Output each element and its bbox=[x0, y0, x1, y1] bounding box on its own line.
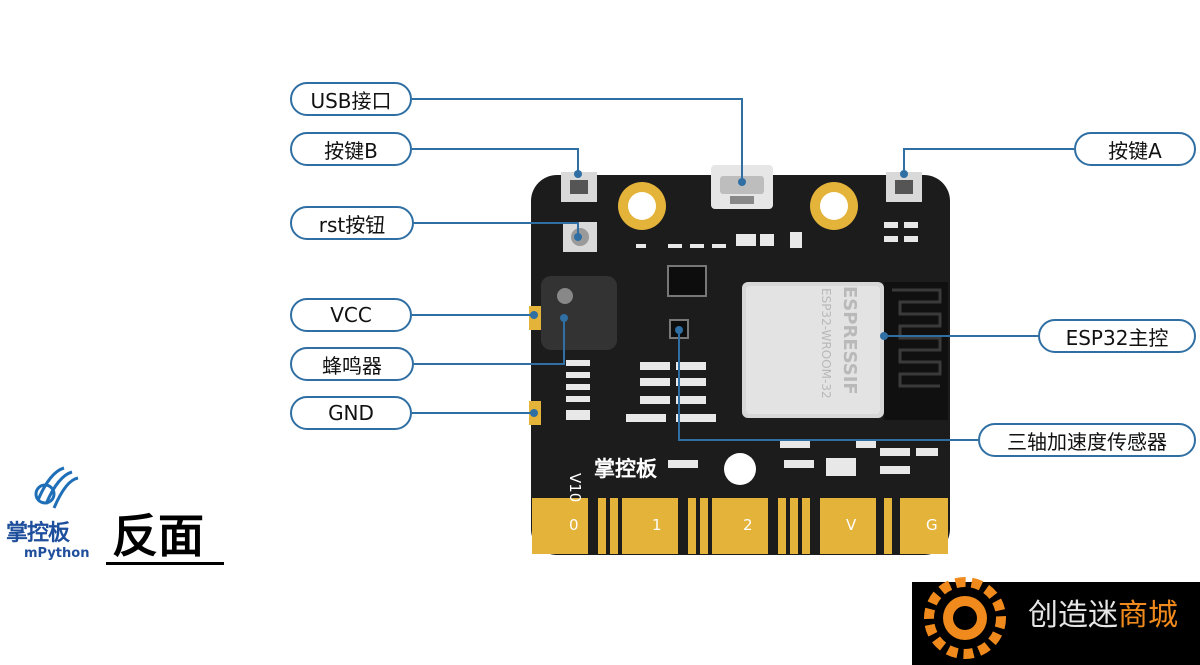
side-title: 反面 bbox=[112, 509, 204, 563]
gnd-label: GND bbox=[290, 396, 412, 430]
side-title-underline bbox=[106, 562, 224, 565]
pin-label: G bbox=[926, 516, 938, 534]
esp32-label: ESP32主控 bbox=[1038, 319, 1196, 353]
pin-label: 0 bbox=[569, 516, 579, 534]
edge-connector bbox=[532, 498, 948, 554]
callout-lines bbox=[412, 98, 1074, 441]
button-a-label: 按键A bbox=[1074, 132, 1196, 166]
board-logo-text: 掌控板 bbox=[594, 457, 658, 481]
pin-label: 2 bbox=[743, 516, 753, 534]
bottom-hole bbox=[724, 453, 756, 485]
smd-components bbox=[566, 222, 938, 476]
accelerometer-label: 三轴加速度传感器 bbox=[978, 423, 1196, 457]
module-brand: ESPRESSIF bbox=[839, 286, 860, 395]
watermark-text-part1: 创造迷 bbox=[1028, 598, 1118, 633]
button-b-label: 按键B bbox=[290, 132, 412, 166]
usb-label: USB接口 bbox=[290, 82, 412, 116]
mpython-logo-icon bbox=[34, 466, 79, 509]
pin-label: V bbox=[846, 516, 857, 534]
module-model: ESP32-WROOM-32 bbox=[819, 288, 833, 399]
accelerometer-chip bbox=[667, 265, 707, 297]
watermark-text: 创造迷商城 bbox=[1028, 590, 1178, 634]
vcc-label: VCC bbox=[290, 298, 412, 332]
rst-label: rst按钮 bbox=[290, 206, 414, 240]
board-version: V10 bbox=[566, 473, 584, 502]
watermark-text-part2: 商城 bbox=[1118, 598, 1178, 633]
brand-cn: 掌控板 bbox=[6, 521, 70, 546]
pin-label: 1 bbox=[652, 516, 662, 534]
brand-en: mPython bbox=[24, 546, 90, 561]
buzzer-label: 蜂鸣器 bbox=[290, 347, 414, 381]
